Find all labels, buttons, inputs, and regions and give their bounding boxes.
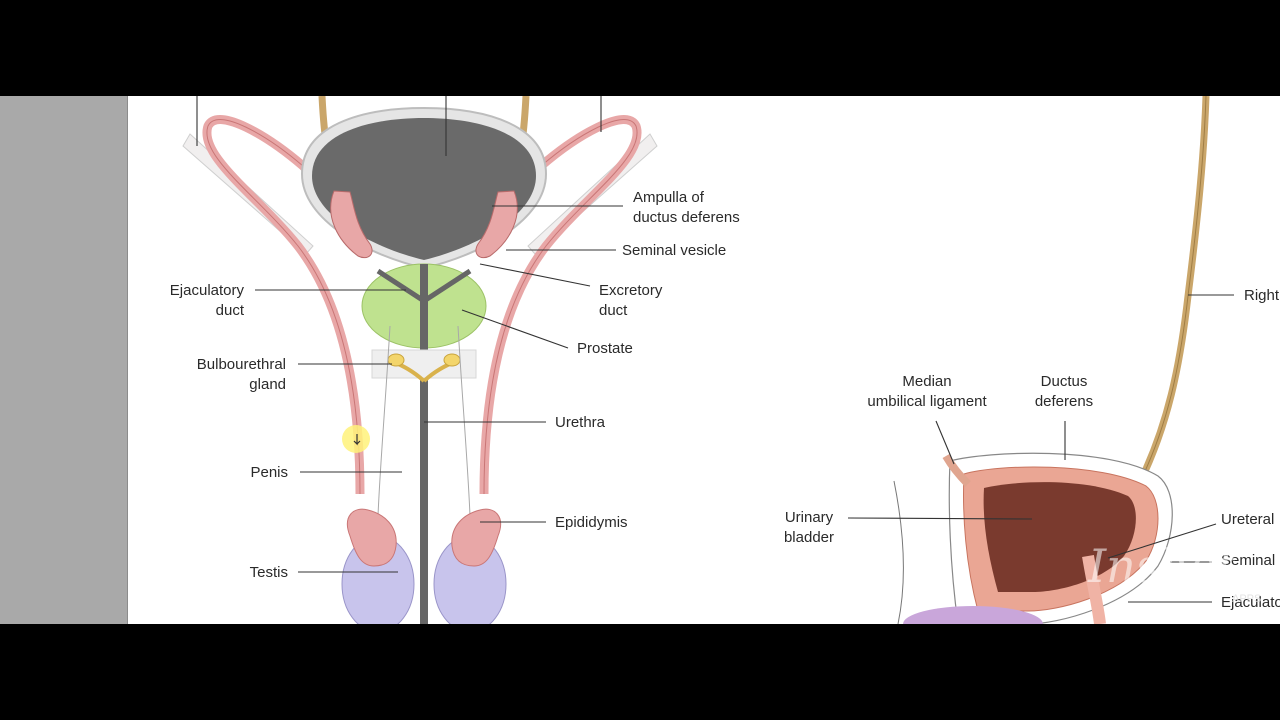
viewer-margin: [0, 96, 128, 624]
bulbourethral-gland-right: [443, 353, 461, 367]
label-seminal-cut: Seminal: [1221, 552, 1275, 569]
label-excretory-2: duct: [599, 302, 628, 319]
label-bulbourethral-1: Bulbourethral: [197, 356, 286, 373]
label-urinary-2: bladder: [784, 529, 834, 546]
ejaculatory-duct-right: [422, 268, 472, 304]
label-seminal-vesicle: Seminal vesicle: [622, 242, 726, 259]
pubic-structure: [903, 606, 1043, 624]
label-testis: Testis: [250, 564, 288, 581]
label-ductus-2: deferens: [1035, 393, 1093, 410]
document-viewer[interactable]: Ampulla of ductus deferens Seminal vesic…: [0, 96, 1280, 624]
ureter-right-side: [1134, 96, 1210, 488]
label-penis: Penis: [250, 464, 288, 481]
urinary-bladder-lumen: [312, 118, 536, 260]
seminal-vesicle-left: [330, 190, 373, 259]
label-ejaculatory-2: duct: [216, 302, 245, 319]
male-reproductive-diagram: Ampulla of ductus deferens Seminal vesic…: [170, 96, 740, 624]
hand-cursor-icon: [353, 434, 361, 446]
ejaculatory-duct-left: [376, 268, 426, 304]
bladder-side-view-diagram: Right Median umbilical ligament Ductus d…: [784, 96, 1280, 624]
epididymis-right: [451, 508, 502, 567]
label-urethra: Urethra: [555, 414, 606, 431]
label-ejaculatory-1: Ejaculatory: [170, 282, 245, 299]
label-median-1: Median: [902, 373, 951, 390]
epididymis-left: [346, 508, 397, 567]
anatomy-diagram: Ampulla of ductus deferens Seminal vesic…: [170, 96, 1280, 624]
seminal-vesicle-right: [475, 190, 518, 259]
label-ureteral-cut: Ureteral: [1221, 511, 1274, 528]
label-ductus-1: Ductus: [1041, 373, 1088, 390]
watermark-logo: Inshot: [1087, 539, 1236, 593]
label-prostate: Prostate: [577, 340, 633, 357]
label-median-2: umbilical ligament: [867, 393, 987, 410]
label-ampulla-2: ductus deferens: [633, 209, 740, 226]
label-ampulla-1: Ampulla of: [633, 189, 705, 206]
label-bulbourethral-2: gland: [249, 376, 286, 393]
label-epididymis: Epididymis: [555, 514, 628, 531]
label-excretory-1: Excretory: [599, 282, 663, 299]
label-ejaculatory-cut: Ejaculato: [1221, 594, 1280, 611]
label-urinary-1: Urinary: [785, 509, 834, 526]
watermark-sub: APPS: [1232, 593, 1261, 605]
label-right-cut: Right: [1244, 287, 1280, 304]
cursor-highlight: [342, 425, 370, 453]
median-umbilical-ligament: [942, 453, 971, 487]
bladder-lumen-side: [983, 482, 1136, 592]
page: Ampulla of ductus deferens Seminal vesic…: [128, 96, 1280, 624]
